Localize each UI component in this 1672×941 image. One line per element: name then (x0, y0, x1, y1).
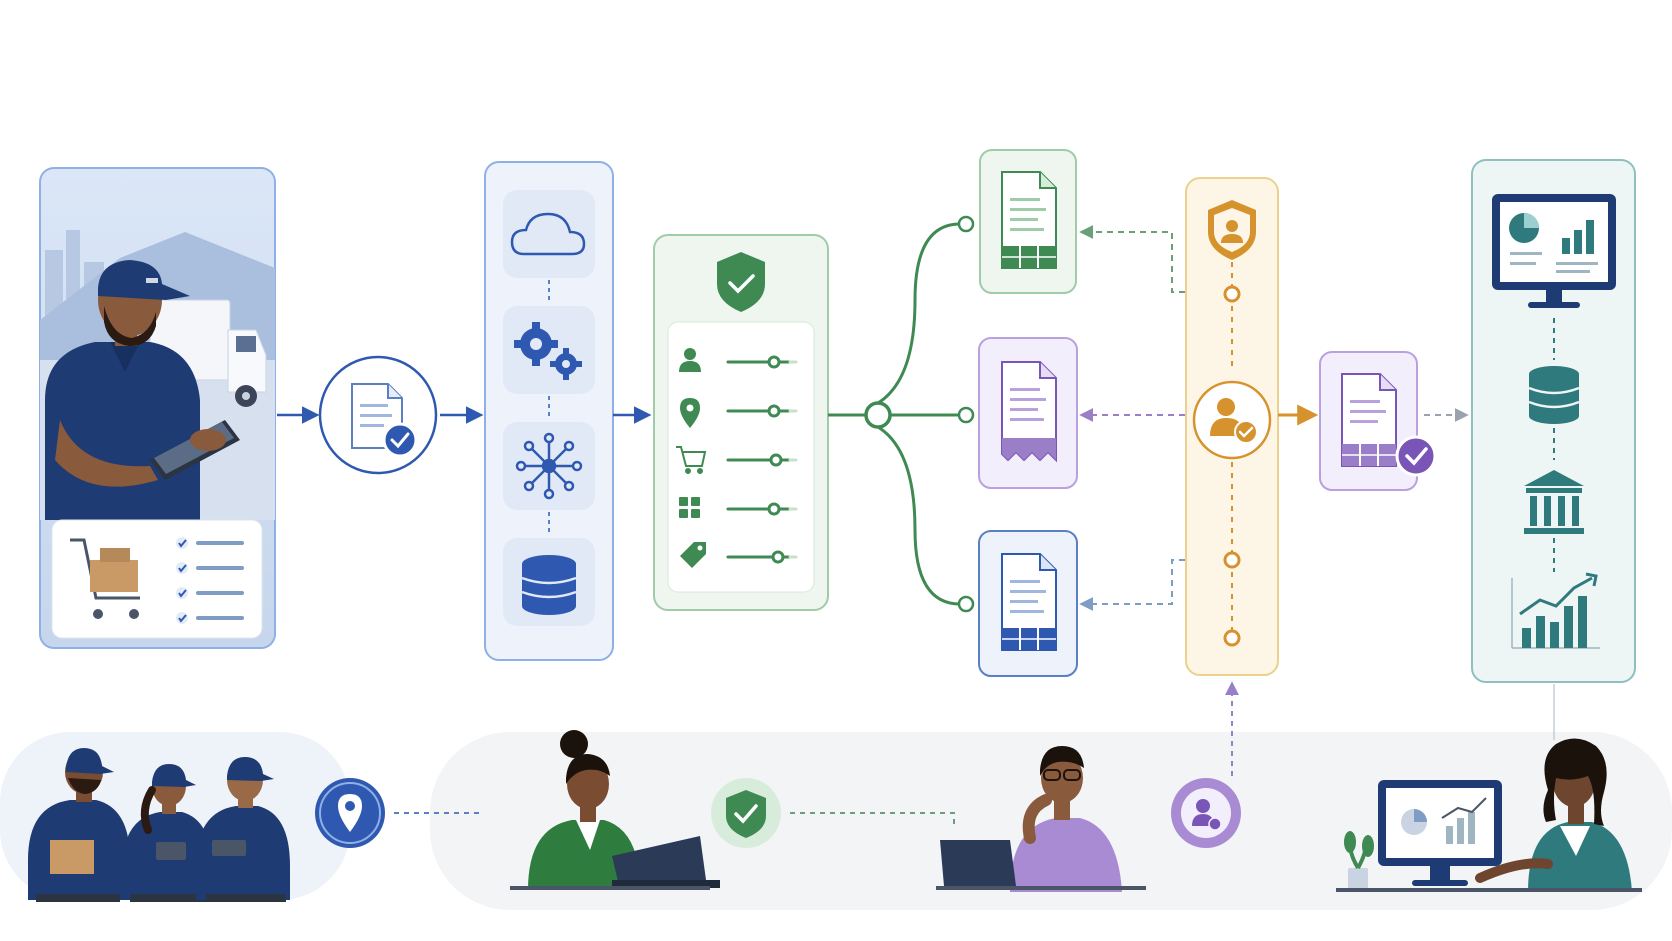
review-step-dot (1223, 629, 1241, 647)
dashboard-monitor-icon (1492, 194, 1616, 308)
reviewer-badge-icon (1171, 778, 1241, 848)
field-sliders (726, 355, 798, 564)
purple-reviewer-illustration (936, 746, 1146, 892)
document-check-icon (351, 383, 418, 458)
cart-icon (70, 538, 140, 619)
blue-document-card (978, 530, 1078, 677)
approved-document-card (1319, 351, 1437, 491)
database-icon (1528, 366, 1580, 424)
desktop-monitor-icon (1378, 780, 1502, 886)
database-icon (521, 555, 577, 615)
location-field-icon (680, 398, 700, 428)
shield-user-icon (1208, 200, 1256, 260)
review-step-dot (1223, 285, 1241, 303)
review-step-dot (1223, 551, 1241, 569)
green-document-card (979, 149, 1077, 294)
document-intake-node (318, 355, 438, 475)
tag-field-icon (680, 542, 706, 568)
shield-check-icon (711, 778, 781, 848)
shield-check-icon (717, 252, 765, 312)
purple-receipt-card (978, 337, 1078, 489)
blue-document-icon (1001, 553, 1057, 651)
teal-analyst-illustration (1336, 738, 1642, 892)
checklist-icon (176, 537, 244, 624)
user-check-icon (1192, 380, 1272, 460)
purple-receipt-icon (1001, 361, 1057, 463)
connector-review-green (1079, 225, 1185, 293)
review-panel (1185, 177, 1279, 676)
order-checklist-card (51, 519, 263, 639)
field-team-illustration (28, 748, 290, 902)
processing-panel (484, 161, 614, 661)
bank-icon (1524, 470, 1584, 534)
grid-field-icon (679, 497, 700, 518)
analytics-panel (1471, 159, 1636, 683)
branch-connector (828, 215, 975, 613)
connector-shield-reviewer (790, 812, 955, 828)
cart-field-icon (676, 446, 707, 474)
gears-icon (514, 322, 582, 380)
field-capture-panel (39, 167, 276, 649)
growth-chart-icon (1511, 572, 1600, 649)
cloud-icon (510, 212, 586, 256)
green-document-icon (1001, 171, 1057, 269)
location-pin-icon (315, 778, 385, 848)
delivery-worker-illustration (45, 260, 240, 520)
green-analyst-illustration (510, 730, 720, 890)
plant-icon (1344, 831, 1374, 890)
approved-document-icon (1341, 373, 1437, 477)
user-field-icon (679, 348, 701, 372)
validation-panel (653, 234, 829, 611)
connector-review-blue (1079, 559, 1185, 611)
network-hub-icon (515, 432, 583, 500)
